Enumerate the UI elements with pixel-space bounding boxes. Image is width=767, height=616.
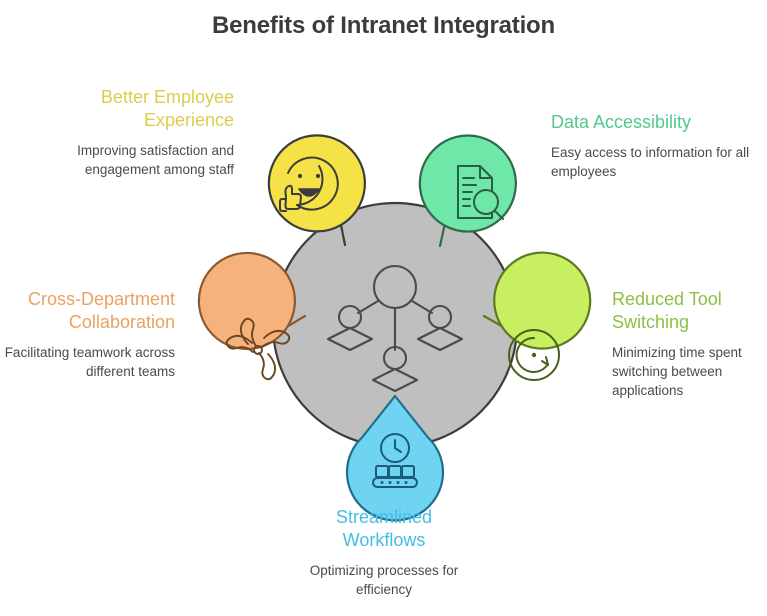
benefit-heading-line1: Streamlined xyxy=(335,507,433,527)
benefit-heading-line2: Switching xyxy=(612,312,690,333)
benefit-heading-line1: Data Accessibility xyxy=(551,112,692,132)
benefit-text-reduced-tool-switching: Reduced Tool Switching Minimizing time s… xyxy=(612,288,764,401)
pin-shape-blue xyxy=(345,394,445,522)
smiley-thumbs-up-icon xyxy=(279,156,339,212)
pin-cross-department-collaboration[interactable] xyxy=(197,251,307,381)
benefit-heading-line1: Cross-Department xyxy=(27,289,175,309)
org-network-hierarchy-icon xyxy=(326,264,464,393)
benefit-description: Facilitating teamwork across different t… xyxy=(4,345,175,380)
benefit-heading-line2: Workflows xyxy=(342,530,426,551)
benefit-heading-line2: Collaboration xyxy=(68,312,175,333)
pin-better-employee-experience[interactable] xyxy=(267,134,367,247)
benefit-text-streamlined-workflows: Streamlined Workflows Optimizing process… xyxy=(284,506,484,599)
benefit-text-data-accessibility: Data Accessibility Easy access to inform… xyxy=(551,111,763,181)
clock-conveyor-belt-icon xyxy=(372,433,418,488)
benefit-description: Easy access to information for all emplo… xyxy=(551,145,750,180)
benefit-text-cross-department-collaboration: Cross-Department Collaboration Facilitat… xyxy=(4,288,175,381)
benefit-heading: Cross-Department Collaboration xyxy=(4,288,175,334)
pin-reduced-tool-switching[interactable] xyxy=(482,251,592,381)
pin-streamlined-workflows[interactable] xyxy=(345,394,445,522)
benefit-description: Minimizing time spent switching between … xyxy=(612,345,742,399)
circular-refresh-arrow-icon xyxy=(508,329,560,381)
benefit-heading-line1: Better Employee xyxy=(100,87,234,107)
benefit-heading-line2: Experience xyxy=(143,110,234,131)
benefit-heading: Better Employee Experience xyxy=(18,86,234,132)
interlocking-hands-icon xyxy=(225,317,291,381)
benefit-heading-line1: Reduced Tool xyxy=(612,289,722,309)
benefit-heading: Data Accessibility xyxy=(551,111,763,134)
benefit-description: Improving satisfaction and engagement am… xyxy=(77,143,234,178)
benefit-heading: Reduced Tool Switching xyxy=(612,288,764,334)
document-search-icon xyxy=(457,165,504,220)
pin-data-accessibility[interactable] xyxy=(418,134,517,248)
page-title: Benefits of Intranet Integration xyxy=(212,12,555,39)
benefit-heading: Streamlined Workflows xyxy=(284,506,484,552)
benefit-description: Optimizing processes for efficiency xyxy=(309,563,459,598)
benefit-text-better-employee-experience: Better Employee Experience Improving sat… xyxy=(18,86,234,179)
